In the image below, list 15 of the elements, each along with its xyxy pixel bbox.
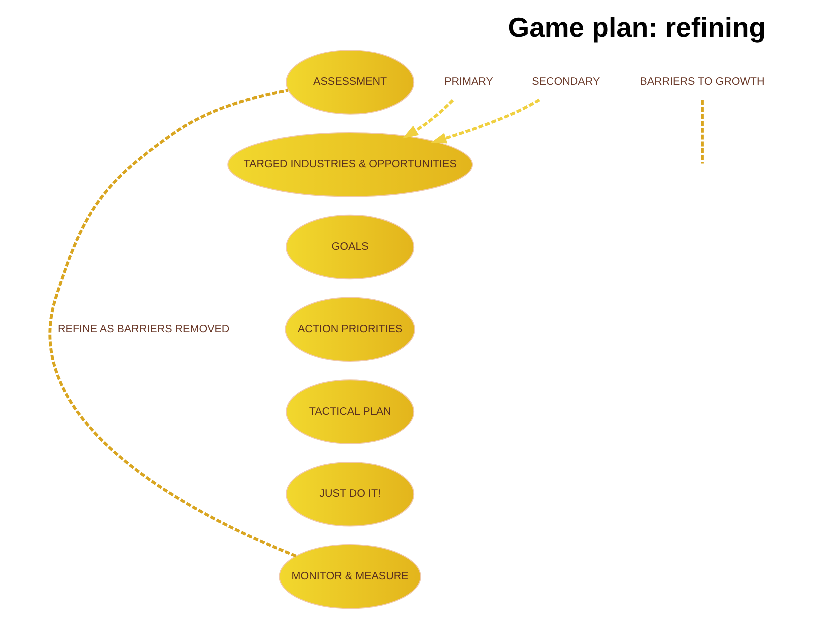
arrow xyxy=(402,99,454,139)
node-ellipse: TACTICAL PLAN xyxy=(286,380,415,444)
edge-label: REFINE AS BARRIERS REMOVED xyxy=(58,323,230,336)
node-text: BARRIERS TO GROWTH xyxy=(640,76,765,88)
connector xyxy=(701,100,704,164)
node-ellipse: ACTION PRIORITIES xyxy=(285,297,416,362)
connector xyxy=(48,89,297,558)
node-text: SECONDARY xyxy=(532,76,600,88)
node-ellipse: JUST DO IT! xyxy=(286,462,415,527)
node-ellipse: GOALS xyxy=(286,214,415,280)
node-ellipse: ASSESSMENT xyxy=(286,50,415,115)
node-text: PRIMARY xyxy=(444,76,494,88)
node-ellipse: MONITOR & MEASURE xyxy=(279,544,422,610)
diagram-title: Game plan: refining xyxy=(508,12,766,44)
arrow xyxy=(430,98,540,144)
